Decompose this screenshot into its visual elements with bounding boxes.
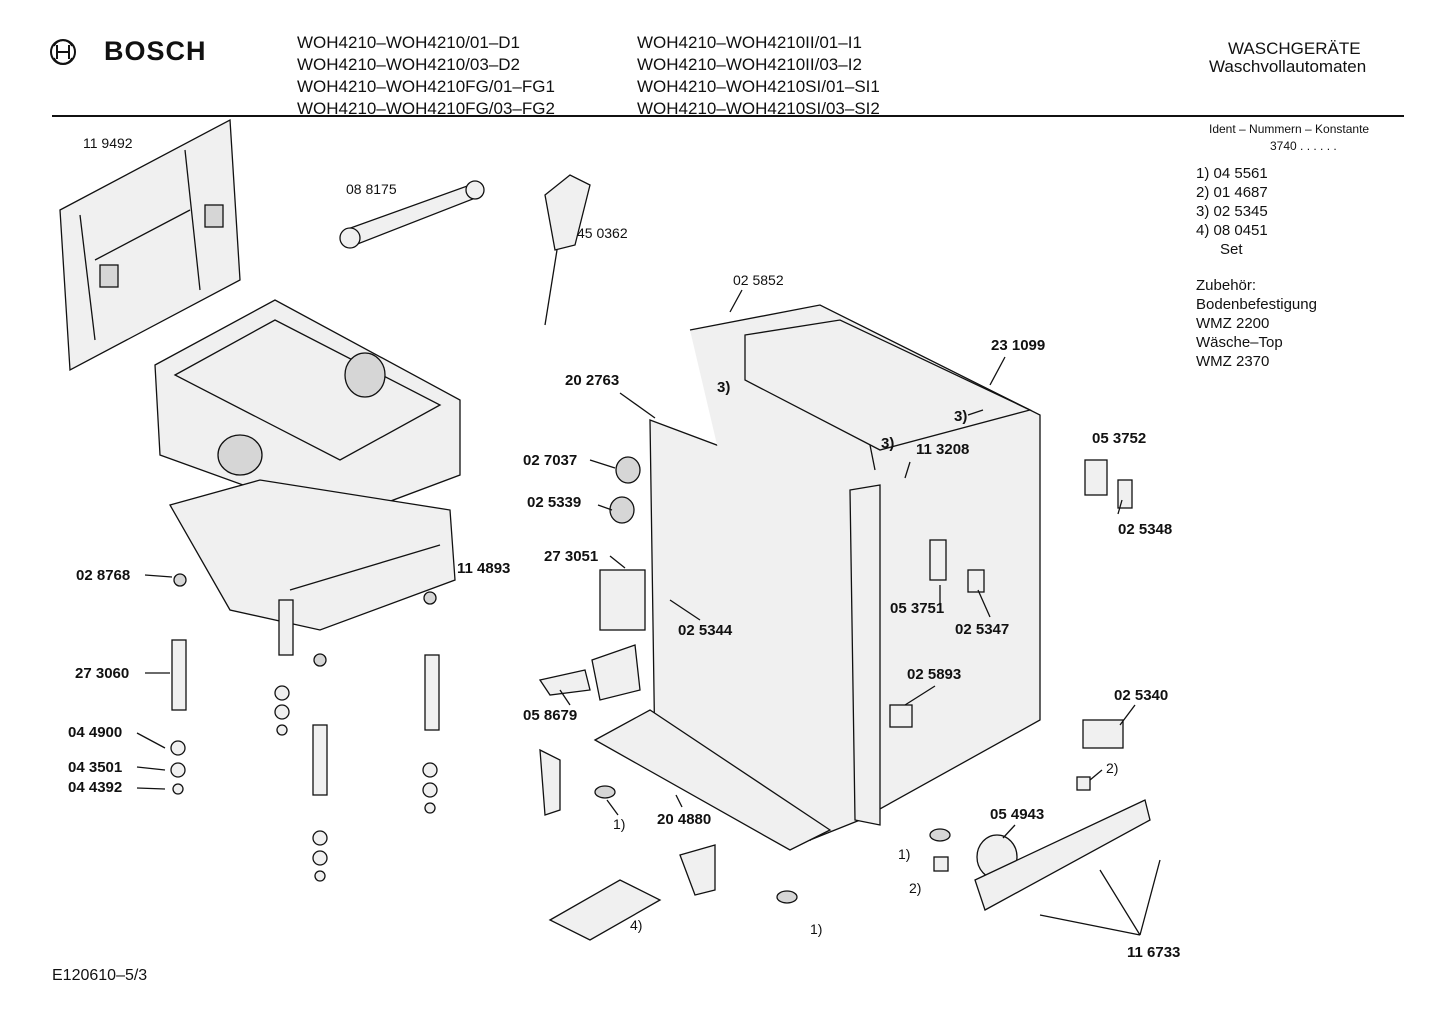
model-list-right: WOH4210–WOH4210II/01–I1 WOH4210–WOH4210I… [637,32,880,120]
category-subtitle: Waschvollautomaten [1209,57,1367,76]
ident-title: Ident – Nummern – Konstante [1209,122,1370,136]
ident-item: Set [1220,241,1243,258]
model-item: WOH4210–WOH4210FG/01–FG1 [297,77,555,96]
ident-list: 1) 04 5561 2) 01 4687 3) 02 5345 4) 08 0… [1196,164,1268,259]
accessory-item: Bodenbefestigung [1196,296,1317,313]
part-label-11-3208: 11 3208 [916,441,970,458]
model-item: WOH4210–WOH4210SI/03–SI2 [637,99,880,118]
part-label-ref-2: 2) [1106,760,1119,776]
part-label-20-4880: 20 4880 [657,811,712,828]
top-tub-part [154,299,461,521]
lower-tray-part [169,479,456,631]
ident-item: 1) 04 5561 [1196,165,1268,182]
part-label-ref-1: 1) [898,846,911,862]
part-label-04-3501: 04 3501 [68,759,123,776]
ident-value: 3740 . . . . . . [1270,139,1337,153]
brand-name: BOSCH [104,36,207,66]
part-label-20-2763: 20 2763 [565,372,620,389]
part-label-02-5339: 02 5339 [527,494,582,511]
part-label-ref-1: 1) [810,921,823,937]
ident-item: 2) 01 4687 [1196,184,1268,201]
part-label-05-4943: 05 4943 [990,806,1045,823]
part-label-ref-3: 3) [881,435,895,452]
part-label-05-3752: 05 3752 [1092,430,1147,447]
part-label-ref-3: 3) [717,379,731,396]
accessory-item: WMZ 2200 [1196,315,1270,332]
leader-lines [136,289,1161,936]
accessories-list: Zubehör: Bodenbefestigung WMZ 2200 Wäsch… [1196,276,1317,371]
small-parts [538,456,1151,941]
header-divider [52,115,1404,117]
part-label-27-3060: 27 3060 [75,665,130,682]
part-label-05-8679: 05 8679 [523,707,578,724]
part-label-23-1099: 23 1099 [991,337,1046,354]
model-item: WOH4210–WOH4210/01–D1 [297,33,521,52]
part-label-02-5340: 02 5340 [1114,687,1169,704]
bosch-logo-icon [50,39,76,65]
accessory-item: Zubehör: [1196,277,1257,294]
part-label-04-4392: 04 4392 [68,779,123,796]
category-title: WASCHGERÄTE [1228,39,1361,58]
drawing-code: E120610–5/3 [52,967,148,984]
part-label-02-5348: 02 5348 [1118,521,1173,538]
part-label-ref-1: 1) [613,816,626,832]
part-label-ref-2: 2) [909,880,922,896]
model-item: WOH4210–WOH4210SI/01–SI1 [637,77,880,96]
accessory-item: Wäsche–Top [1196,334,1283,351]
model-item: WOH4210–WOH4210FG/03–FG2 [297,99,555,118]
power-cord-part [544,174,591,326]
part-label-02-5344: 02 5344 [678,622,733,639]
model-item: WOH4210–WOH4210/03–D2 [297,55,521,74]
part-label-05-3751: 05 3751 [890,600,945,617]
shock-absorbers-part [170,573,440,882]
part-label-11-4893: 11 4893 [457,560,511,577]
model-item: WOH4210–WOH4210II/03–I2 [637,55,862,74]
part-label-02-5347: 02 5347 [955,621,1010,638]
part-label-27-3051: 27 3051 [544,548,599,565]
part-label-08-8175: 08 8175 [346,181,397,197]
ident-item: 4) 08 0451 [1196,222,1268,239]
part-label-02-8768: 02 8768 [76,567,131,584]
cabinet-body-part [593,304,1041,851]
part-label-45-0362: 45 0362 [577,225,628,241]
part-label-02-5852: 02 5852 [733,272,784,288]
part-label-04-4900: 04 4900 [68,724,123,741]
part-label-ref-4: 4) [630,917,643,933]
mounting-frame-part [59,118,241,372]
part-label-11-6733: 11 6733 [1127,944,1181,961]
ident-item: 3) 02 5345 [1196,203,1268,220]
part-label-02-5893: 02 5893 [907,666,962,683]
model-list-left: WOH4210–WOH4210/01–D1 WOH4210–WOH4210/03… [297,32,555,120]
accessory-item: WMZ 2370 [1196,353,1270,370]
wrench-part [339,180,485,249]
model-item: WOH4210–WOH4210II/01–I1 [637,33,862,52]
part-label-02-7037: 02 7037 [523,452,578,469]
part-label-ref-3: 3) [954,408,968,425]
part-label-11-9492: 11 9492 [83,135,133,151]
